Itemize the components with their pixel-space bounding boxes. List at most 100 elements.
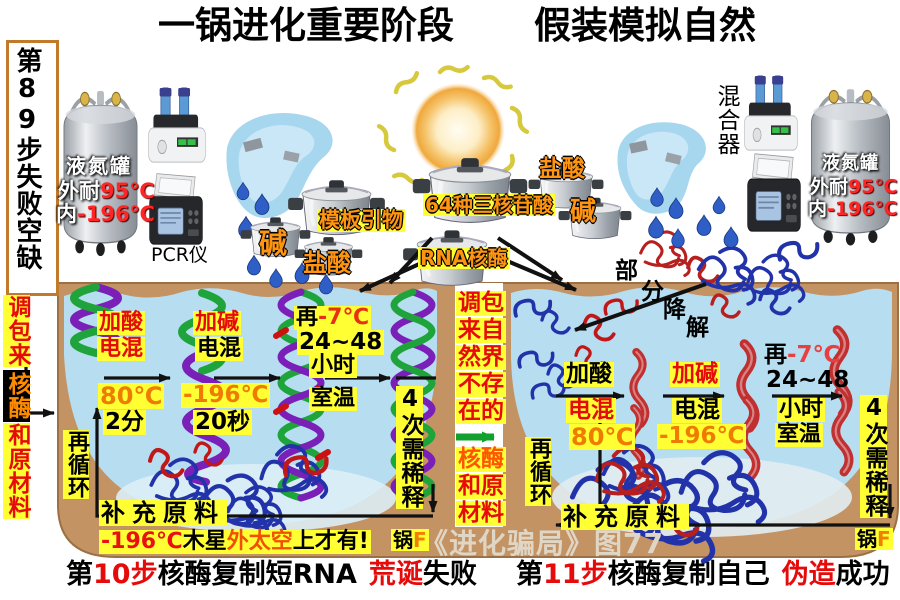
- caption-left-highlight: 荒诞: [368, 559, 423, 590]
- degrade-char-4: 解: [686, 315, 709, 341]
- left-note-jupiter: 木星: [182, 529, 227, 554]
- caption-right-tail: 成功: [835, 559, 890, 590]
- caption-left-num: 10: [93, 559, 131, 590]
- left-note: -196℃木星外太空上才有!: [99, 529, 371, 555]
- right-dilute-label: 4次需稀释: [860, 395, 887, 518]
- tank-left-outer-temp: 95℃: [100, 179, 155, 203]
- caption-left-pre: 第: [66, 559, 93, 590]
- divider-row-6: 和原: [456, 473, 506, 500]
- degrade-arrow: [574, 282, 707, 332]
- right-step3-cond: 室温: [775, 422, 824, 448]
- cooker-label-acid-right: 盐酸: [539, 156, 585, 182]
- left-note-tail: 上才有!: [292, 529, 369, 554]
- sidebar-swap-arrow: [24, 292, 55, 418]
- left-step2-base: 加碱: [193, 310, 242, 336]
- tank-right-inner: 内-196℃: [808, 199, 898, 220]
- right-step3-range: 24~48: [766, 367, 850, 393]
- tank-left-outer-prefix: 外耐: [58, 179, 100, 203]
- caption-right: 第11步核酶复制自己伪造成功: [516, 560, 890, 590]
- watermark: 《进化骗局》图77: [420, 527, 664, 560]
- degrade-char-3: 降: [663, 297, 686, 323]
- left-step3-unit: 小时: [309, 353, 358, 379]
- left-note-space: 外太空: [226, 529, 293, 554]
- degrade-char-1: 部: [615, 258, 638, 284]
- left-step2-temp: -196℃: [181, 382, 271, 409]
- divider-row-1: 来自: [456, 317, 506, 344]
- tank-right-outer-prefix: 外耐: [810, 176, 849, 198]
- right-step2-base: 加碱: [670, 361, 720, 388]
- pcr-label: PCR仪: [151, 244, 208, 266]
- right-step1-acid: 加酸: [564, 361, 614, 388]
- left-pot-id: 锅F: [391, 529, 429, 551]
- left-recycle-label: 再循环: [63, 430, 89, 499]
- caption-right-main: 核酶复制自己: [607, 559, 770, 590]
- swap-label-enzyme: 核酶: [3, 370, 30, 422]
- cooker-label-rna-enzyme: RNA核酶: [418, 246, 510, 270]
- tank-right-outer: 外耐95℃: [810, 177, 897, 198]
- swap-label-tail: 和原材料: [3, 423, 30, 519]
- divider-row-enzyme: 核酶: [456, 446, 506, 473]
- caption-right-num: 11: [543, 559, 581, 590]
- rain-cloud-left: [226, 113, 333, 219]
- right-step1-mix: 电混: [566, 397, 616, 424]
- left-pot-id-char: 锅: [393, 528, 413, 552]
- right-pot-id: 锅F: [855, 528, 893, 550]
- tank-right-inner-prefix: 内: [808, 198, 828, 220]
- divider-row-3: 不存: [456, 371, 506, 398]
- tank-left-outer: 外耐95℃: [58, 179, 155, 203]
- left-step1-time: 2分: [103, 409, 147, 436]
- caption-left-step: 步: [130, 559, 158, 590]
- right-step3-unit: 小时: [777, 397, 826, 423]
- right-step2-temp: -196℃: [657, 423, 747, 450]
- left-dilute-label: 4次需稀释: [396, 386, 423, 509]
- tank-right-outer-temp: 95℃: [848, 176, 898, 198]
- left-step3-again: 再: [296, 305, 319, 330]
- right-step1-temp: 80℃: [569, 423, 636, 451]
- cooker-label-base-left: 碱: [259, 227, 288, 260]
- divider-row-4: 在的: [456, 398, 506, 425]
- right-step3-degrees: -7℃: [787, 342, 841, 368]
- mixer-label: 混合器: [713, 84, 739, 156]
- tank-left-inner-prefix: 内: [56, 202, 77, 226]
- right-step3-temp: 再-7℃: [764, 342, 841, 368]
- right-step2-mix: 电混: [672, 397, 722, 424]
- cooker-label-nucleotides: 64种三核苷酸: [423, 193, 555, 217]
- swap-label-top: 调包来: [3, 295, 30, 367]
- step-89-box: 第89步失败空缺: [6, 40, 59, 296]
- sun-icon: [377, 65, 529, 192]
- left-recycle-line: [92, 407, 433, 518]
- cooker-label-template-primer: 模板引物: [317, 208, 405, 233]
- tank-left-name: 液氮罐: [66, 154, 132, 178]
- cooker-label-base-right: 碱: [570, 197, 597, 227]
- left-step3-cond: 室温: [309, 386, 358, 412]
- right-pot-id-letter: F: [877, 527, 891, 551]
- caption-right-pre: 第: [516, 559, 543, 590]
- divider-row-2: 然界: [456, 344, 506, 371]
- rain-drops-right: [648, 187, 739, 248]
- page-title-left: 一锅进化重要阶段: [158, 4, 454, 47]
- pcr-machine-left: [148, 172, 204, 245]
- left-step1-temp: 80℃: [98, 382, 165, 410]
- left-pot-id-letter: F: [413, 528, 427, 552]
- tank-right-name: 液氮罐: [822, 153, 879, 174]
- tank-left-inner-temp: -196℃: [77, 202, 155, 226]
- pcr-machine-right: [746, 152, 802, 233]
- divider-row-7: 材料: [456, 500, 506, 527]
- caption-right-highlight: 伪造: [781, 559, 836, 590]
- right-recycle-label: 再循环: [525, 437, 551, 506]
- rain-cloud-right: [617, 122, 706, 214]
- left-step3-range: 24~48: [297, 329, 385, 356]
- left-step3-degrees: -7℃: [318, 305, 370, 330]
- tank-right-inner-temp: -196℃: [827, 198, 898, 220]
- left-step1-mix: 电混: [97, 336, 146, 362]
- divider-row-0: 调包: [456, 290, 506, 317]
- left-replenish-label: 补充原料: [99, 499, 227, 527]
- mixer-device-right: [743, 75, 799, 151]
- page-title-right: 假装模拟自然: [534, 4, 756, 47]
- right-pot-id-char: 锅: [857, 527, 877, 551]
- caption-right-step: 步: [580, 559, 608, 590]
- degrade-char-2: 分: [641, 279, 664, 305]
- left-step3-temp: 再-7℃: [294, 305, 372, 331]
